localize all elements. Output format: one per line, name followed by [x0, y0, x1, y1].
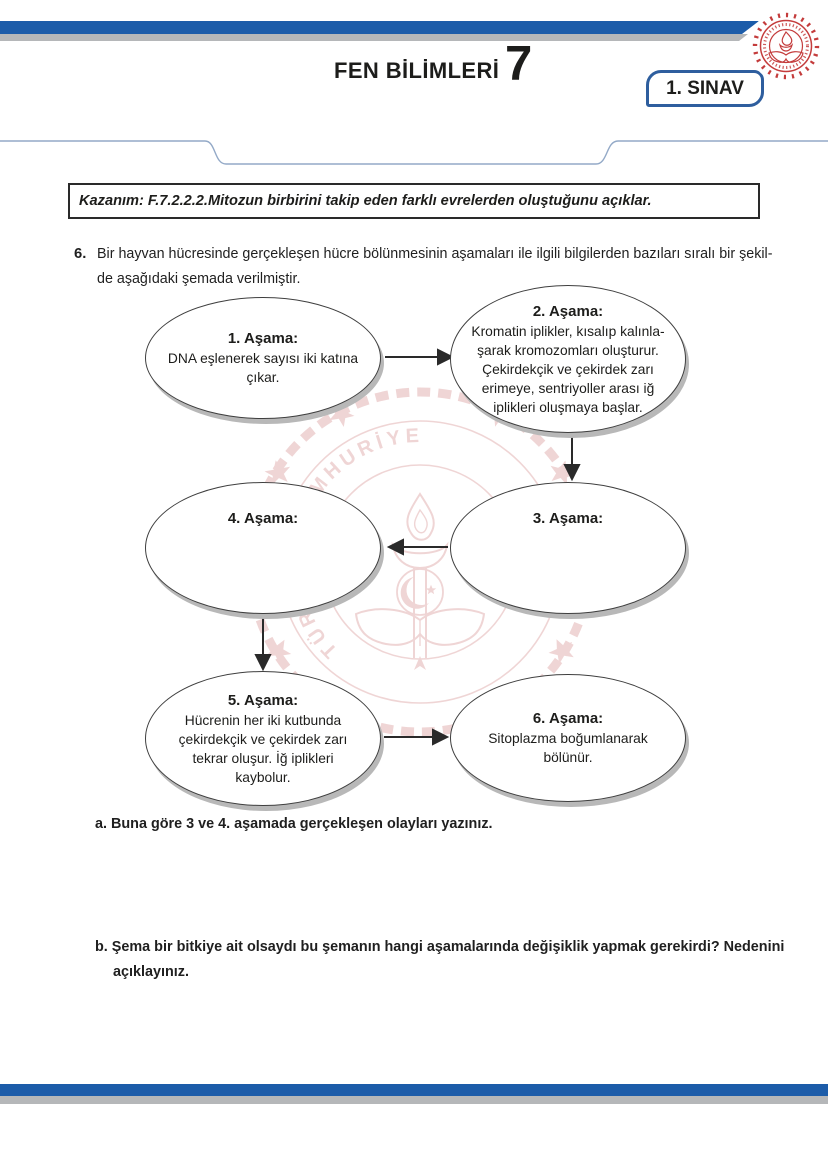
flow-arrows [254, 348, 581, 746]
stage-2-text: erimeye, sentriyoller arası iğ [481, 380, 655, 396]
stage-5-text: çekirdekçik ve çekirdek zarı [178, 731, 348, 747]
exam-badge: 1. SINAV [646, 70, 764, 107]
subquestion-b-line1: b. Şema bir bitkiye ait olsaydı bu şeman… [95, 939, 785, 955]
torch-flame [406, 492, 435, 541]
stage-3-label: 3. Aşama: [532, 510, 604, 527]
stage-2-text: şarak kromozomları oluşturur. [477, 342, 659, 358]
stage-6-text: bölünür. [543, 750, 593, 765]
crescent-ring [396, 568, 444, 616]
stage-3-ellipse: 3. Aşama: [450, 482, 686, 614]
stage-2-text: Çekirdekçik ve çekirdek zarı [482, 361, 654, 377]
subquestion-b-line2: açıklayınız. [113, 964, 189, 980]
stage-4-ellipse: 4. Aşama: [145, 482, 381, 614]
stage-6-text: Sitoplazma boğumlanarak [488, 731, 648, 746]
header-gray-bar [0, 34, 748, 41]
torch-cup [391, 541, 449, 570]
question-number: 6. [74, 246, 87, 262]
stage-6-ellipse: 6. Aşama: Sitoplazma boğumlanarak bölünü… [450, 674, 686, 802]
torch-stem [413, 568, 427, 658]
subquestion-a: a. Buna göre 3 ve 4. aşamada gerçekleşen… [95, 816, 493, 832]
open-book [354, 608, 486, 646]
stage-2-label: 2. Aşama: [532, 302, 604, 320]
stage-4-label: 4. Aşama: [227, 510, 299, 527]
stage-1-text: DNA eşlenerek sayısı iki katına [167, 351, 359, 366]
crescent [400, 577, 429, 609]
stage-2-ellipse: 2. Aşama: Kromatin iplikler, kısalıp kal… [450, 285, 686, 433]
stage-5-ellipse: 5. Aşama: Hücrenin her iki kutbunda çeki… [145, 671, 381, 806]
kazanim-box: Kazanım: F.7.2.2.2.Mitozun birbirini tak… [68, 183, 760, 219]
stage-2-text: iplikleri oluşmaya başlar. [493, 399, 643, 415]
grade-number: 7 [505, 37, 533, 91]
stage-1-ellipse: 1. Aşama: DNA eşlenerek sayısı iki katın… [145, 297, 381, 419]
question-text-line1: Bir hayvan hücresinde gerçekleşen hücre … [97, 246, 773, 262]
stage-5-text: tekrar oluşur. İğ iplikleri [192, 750, 334, 766]
stage-5-text: kaybolur. [235, 769, 291, 785]
meb-logo-icon [749, 9, 823, 83]
stage-1-text: çıkar. [246, 370, 280, 385]
question-text-line2: de aşağıdaki şemada verilmiştir. [97, 271, 301, 287]
footer-gray-bar [0, 1096, 828, 1104]
stage-6-label: 6. Aşama: [532, 710, 604, 727]
header-blue-bar [0, 21, 759, 34]
kazanim-text: Kazanım: F.7.2.2.2.Mitozun birbirini tak… [79, 193, 652, 209]
header-tab-curve [0, 140, 828, 165]
stage-5-label: 5. Aşama: [227, 691, 299, 709]
footer-blue-bar [0, 1084, 828, 1096]
stage-1-label: 1. Aşama: [227, 330, 299, 347]
stage-2-text: Kromatin iplikler, kısalıp kalınla- [471, 323, 665, 339]
stage-5-text: Hücrenin her iki kutbunda [184, 712, 342, 728]
page-title: FEN BİLİMLERİ [334, 58, 500, 83]
